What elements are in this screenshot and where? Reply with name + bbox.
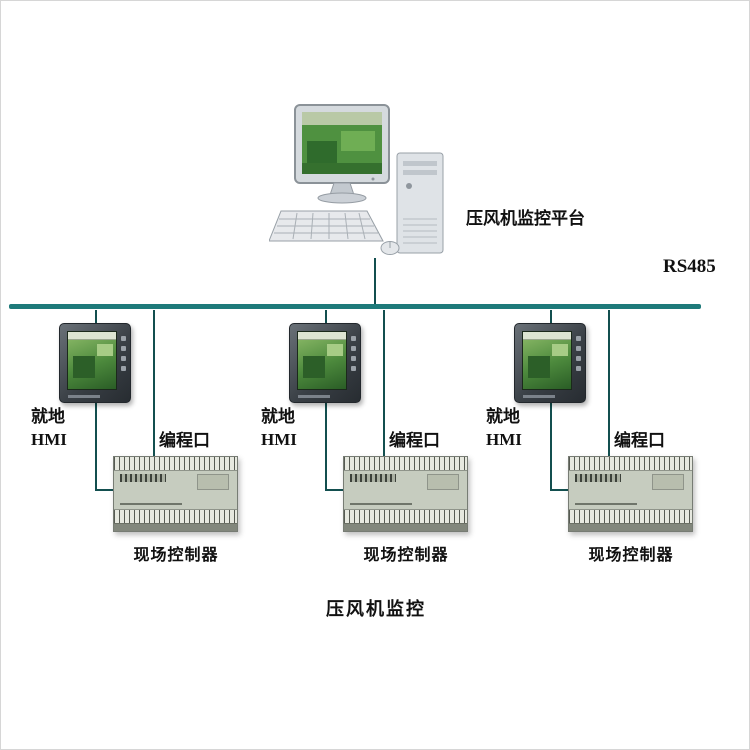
- hmi-plc-connector-elbow: [325, 489, 348, 491]
- keyboard-icon: [268, 210, 384, 242]
- programming-port-connector: [608, 310, 610, 457]
- hmi-button: [121, 356, 126, 361]
- plc-terminal-strip-top: [569, 457, 692, 471]
- programming-port-connector: [153, 310, 155, 457]
- plc-terminal-strip-bottom: [344, 509, 467, 523]
- bus-hmi-connector: [325, 310, 327, 324]
- monitor-base: [317, 192, 367, 204]
- plc-led-block: [350, 474, 396, 482]
- plc-controller: [343, 456, 468, 532]
- field-controller-label: 现场控制器: [363, 547, 449, 564]
- programming-port-connector: [383, 310, 385, 457]
- bus-protocol-label: RS485: [663, 256, 716, 277]
- plc-terminal-strip-bottom: [569, 509, 692, 523]
- hmi-plc-connector: [95, 401, 97, 491]
- computer-graphic: [268, 104, 444, 255]
- computer-bus-connector: [374, 258, 376, 304]
- hmi-plc-connector-elbow: [95, 489, 118, 491]
- station-cluster-3: 就地 HMI 编程口 现场控制器: [486, 310, 716, 610]
- plc-access-panel: [652, 474, 684, 490]
- platform-label: 压风机监控平台: [466, 209, 585, 228]
- plc-terminal-strip-top: [344, 457, 467, 471]
- hmi-button: [121, 366, 126, 371]
- plc-led-block: [120, 474, 166, 482]
- rs485-bus-line: [9, 304, 701, 309]
- bus-hmi-connector: [95, 310, 97, 324]
- programming-port-label: 编程口: [614, 431, 665, 450]
- mouse-icon: [380, 241, 400, 255]
- hmi-button: [576, 366, 581, 371]
- hmi-plc-connector: [550, 401, 552, 491]
- programming-port-label: 编程口: [389, 431, 440, 450]
- hmi-panel: [59, 323, 131, 403]
- station-cluster-1: 就地 HMI 编程口 现场控制器: [31, 310, 261, 610]
- local-hmi-label: 就地 HMI: [31, 407, 67, 449]
- plc-access-panel: [427, 474, 459, 490]
- hmi-button: [576, 346, 581, 351]
- plc-controller: [568, 456, 693, 532]
- field-controller-label: 现场控制器: [133, 547, 219, 564]
- station-cluster-2: 就地 HMI 编程口 现场控制器: [261, 310, 491, 610]
- plc-terminal-strip-bottom: [114, 509, 237, 523]
- local-hmi-label: 就地 HMI: [261, 407, 297, 449]
- bus-hmi-connector: [550, 310, 552, 324]
- hmi-screen: [297, 331, 347, 390]
- hmi-button: [576, 336, 581, 341]
- programming-port-label: 编程口: [159, 431, 210, 450]
- hmi-button: [121, 336, 126, 341]
- plc-controller: [113, 456, 238, 532]
- field-controller-label: 现场控制器: [588, 547, 674, 564]
- hmi-button: [576, 356, 581, 361]
- hmi-plc-connector: [325, 401, 327, 491]
- hmi-button: [351, 366, 356, 371]
- hmi-button: [121, 346, 126, 351]
- hmi-plc-connector-elbow: [550, 489, 573, 491]
- hmi-button: [351, 346, 356, 351]
- diagram-caption: 压风机监控: [326, 599, 426, 619]
- hmi-screen: [522, 331, 572, 390]
- plc-access-panel: [197, 474, 229, 490]
- tower-icon: [396, 152, 444, 254]
- plc-led-block: [575, 474, 621, 482]
- hmi-screen: [67, 331, 117, 390]
- plc-terminal-strip-top: [114, 457, 237, 471]
- hmi-button: [351, 336, 356, 341]
- hmi-panel: [289, 323, 361, 403]
- hmi-panel: [514, 323, 586, 403]
- monitor-icon: [294, 104, 390, 184]
- desktop-computer-icon: [268, 101, 459, 259]
- hmi-button: [351, 356, 356, 361]
- local-hmi-label: 就地 HMI: [486, 407, 522, 449]
